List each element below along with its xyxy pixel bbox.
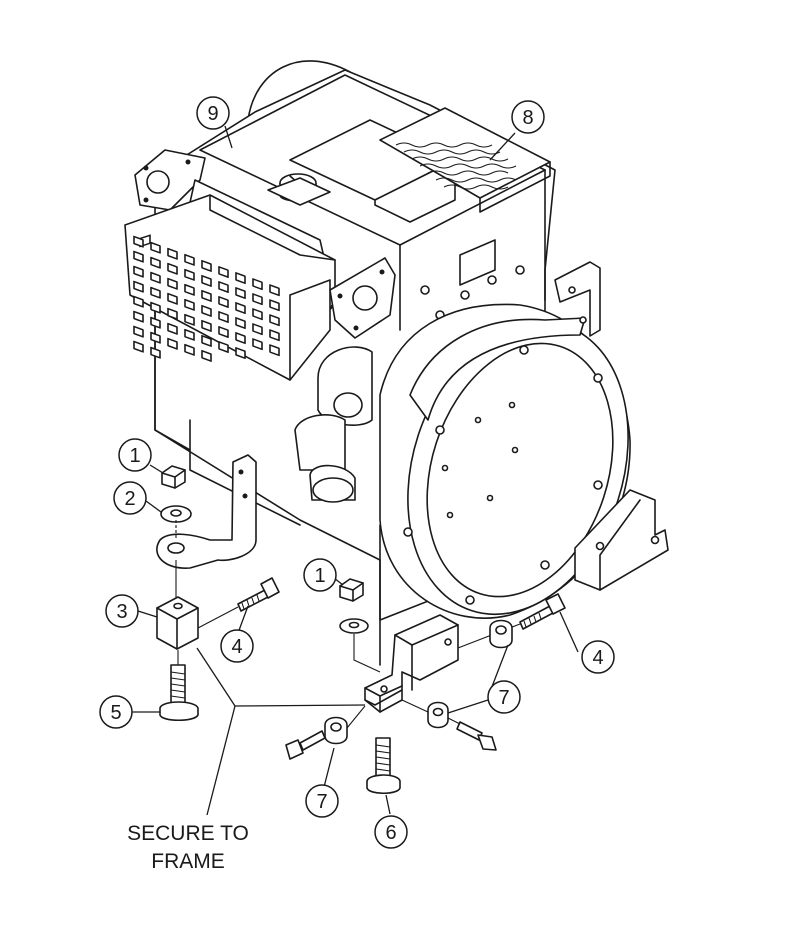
- muffler-slot: [150, 316, 161, 329]
- muffler-slot: [184, 283, 195, 296]
- callout-7-right: 7: [487, 680, 521, 714]
- callout-4-right-label: 4: [592, 647, 603, 669]
- left-mount-hardware: [156, 454, 280, 722]
- muffler-slot: [167, 262, 178, 275]
- muffler-slot: [133, 265, 144, 278]
- muffler-slot: [167, 247, 178, 260]
- muffler-slot: [150, 331, 161, 344]
- muffler-slot: [269, 344, 280, 357]
- muffler-slot: [133, 310, 144, 323]
- note-line-1: SECURE TO: [127, 822, 249, 845]
- muffler-slot: [167, 277, 178, 290]
- callout-9: 9: [196, 96, 230, 130]
- muffler-slot: [150, 286, 161, 299]
- muffler-slot: [133, 295, 144, 308]
- muffler-slot: [184, 343, 195, 356]
- callout-3: 3: [105, 594, 139, 628]
- muffler-slot: [218, 296, 229, 308]
- muffler-slot: [269, 299, 280, 312]
- note-line-2: FRAME: [151, 850, 225, 873]
- callout-8-label: 8: [522, 107, 533, 129]
- secure-to-frame-note: SECURE TO FRAME: [127, 822, 249, 873]
- muffler-slot: [167, 322, 178, 335]
- callout-4-right: 4: [581, 640, 615, 674]
- muffler-slot: [235, 317, 246, 330]
- muffler-slot: [235, 347, 246, 360]
- muffler-slot: [201, 349, 212, 362]
- muffler-slot: [201, 274, 212, 287]
- muffler-slot: [218, 266, 229, 278]
- muffler-slot: [218, 281, 229, 293]
- callout-6: 6: [374, 815, 408, 849]
- muffler-slot-grid: [133, 235, 280, 362]
- muffler-slot: [150, 301, 161, 314]
- callout-1-left: 1: [118, 438, 152, 472]
- muffler-slot: [252, 278, 263, 291]
- muffler-slot: [133, 250, 144, 263]
- muffler-slot: [252, 323, 263, 336]
- callout-4-left-label: 4: [231, 636, 242, 658]
- muffler-slot: [133, 280, 144, 293]
- muffler-slot: [133, 235, 144, 248]
- muffler-slot: [133, 325, 144, 338]
- muffler-slot: [150, 256, 161, 269]
- right-mount-hardware: [285, 578, 566, 795]
- callout-2: 2: [113, 481, 147, 515]
- callout-1-right: 1: [303, 558, 337, 592]
- muffler-slot: [201, 334, 212, 347]
- callout-7-left: 7: [305, 784, 339, 818]
- callout-9-label: 9: [207, 103, 218, 125]
- muffler-slot: [235, 332, 246, 345]
- muffler-slot: [167, 292, 178, 305]
- muffler-slot: [167, 337, 178, 350]
- muffler-slot: [184, 268, 195, 281]
- callout-5-label: 5: [110, 702, 121, 724]
- muffler-slot: [201, 289, 212, 302]
- muffler-slot: [184, 313, 195, 326]
- callout-3-label: 3: [116, 601, 127, 623]
- muffler-slot: [269, 329, 280, 342]
- muffler-slot: [150, 346, 161, 359]
- muffler-slot: [218, 326, 229, 338]
- muffler-slot: [201, 259, 212, 272]
- callout-1-right-label: 1: [314, 565, 325, 587]
- muffler-slot: [252, 308, 263, 321]
- muffler-slot: [167, 307, 178, 320]
- muffler-slot: [218, 311, 229, 323]
- callout-5: 5: [99, 695, 133, 729]
- muffler-slot: [150, 241, 161, 254]
- callout-2-label: 2: [124, 488, 135, 510]
- muffler-slot: [150, 271, 161, 284]
- callout-7-left-label: 7: [316, 791, 327, 813]
- callout-6-label: 6: [385, 822, 396, 844]
- muffler-slot: [133, 340, 144, 353]
- muffler-slot: [269, 284, 280, 297]
- leader-lines: [132, 125, 579, 816]
- muffler-slot: [252, 293, 263, 306]
- muffler-slot: [201, 304, 212, 317]
- muffler-slot: [184, 298, 195, 311]
- muffler-slot: [235, 272, 246, 285]
- muffler-slot: [269, 314, 280, 327]
- muffler-slot: [252, 338, 263, 351]
- callout-8: 8: [511, 100, 545, 134]
- muffler-slot: [218, 341, 229, 353]
- callout-4-left: 4: [220, 629, 254, 663]
- muffler-slot: [235, 287, 246, 300]
- callout-7-right-label: 7: [498, 687, 509, 709]
- muffler-slot: [235, 302, 246, 315]
- muffler-slot: [201, 319, 212, 332]
- intake-grille: [395, 142, 517, 190]
- muffler-slot: [184, 328, 195, 341]
- muffler-slot: [184, 253, 195, 266]
- callout-1-left-label: 1: [129, 445, 140, 467]
- engine-assembly: [124, 60, 669, 666]
